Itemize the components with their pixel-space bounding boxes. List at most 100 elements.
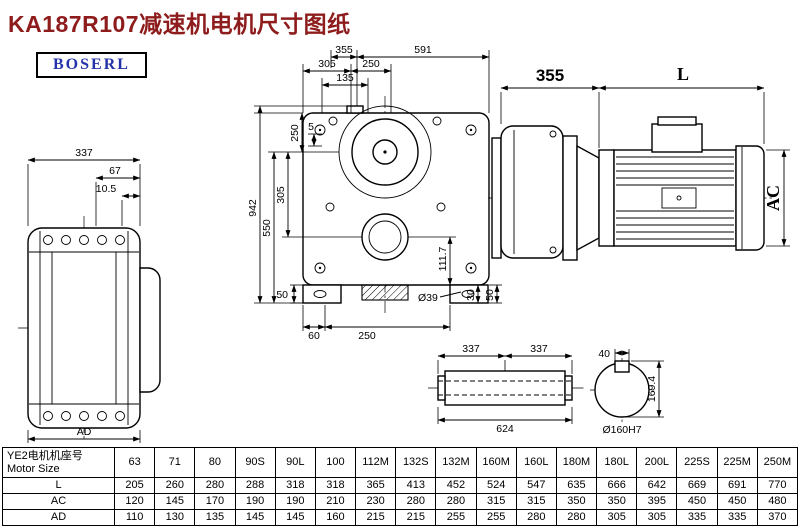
dim-shaft-337-right: 337 — [530, 343, 548, 355]
dim-front-30: 30 — [465, 289, 477, 301]
dim-value-cell: 666 — [596, 477, 638, 494]
dim-value-cell: 110 — [113, 509, 156, 526]
motor-front-bell — [598, 149, 615, 247]
dim-value-cell: 350 — [555, 493, 598, 510]
dim-value-cell: 280 — [435, 493, 477, 510]
dim-value-cell: 365 — [355, 477, 397, 494]
dim-front-591: 591 — [414, 44, 432, 56]
dim-front-355: 355 — [335, 44, 353, 56]
dim-front-305-left: 305 — [275, 186, 287, 204]
dim-value-cell: 145 — [274, 509, 316, 526]
dim-value-cell: 318 — [274, 477, 316, 494]
flange-outline — [27, 227, 141, 429]
motor-size-column: 63 — [113, 447, 156, 478]
input-flange — [562, 135, 578, 261]
dim-value-cell: 230 — [355, 493, 397, 510]
dim-front-550: 550 — [261, 219, 273, 237]
dim-value-cell: 315 — [515, 493, 557, 510]
dim-row-label: AC — [2, 493, 115, 510]
dim-value-cell: 215 — [355, 509, 397, 526]
flange-side-boss — [139, 267, 161, 393]
dim-front-dia39: Ø39 — [418, 292, 438, 304]
dim-value-cell: 160 — [314, 509, 357, 526]
dim-value-cell: 215 — [395, 509, 437, 526]
dim-value-cell: 288 — [234, 477, 276, 494]
motor-size-column: 100 — [314, 447, 357, 478]
motor-view-dimensions: 355 L AC — [500, 64, 790, 247]
dim-value-cell: 255 — [475, 509, 517, 526]
gearbox-side — [500, 125, 564, 259]
dim-row-label: AD — [2, 509, 115, 526]
dim-front-135: 135 — [336, 72, 354, 84]
dim-value-cell: 280 — [555, 509, 598, 526]
dim-value-cell: 210 — [314, 493, 357, 510]
motor-size-column: 250M — [756, 447, 799, 478]
motor-size-column: 112M — [355, 447, 397, 478]
dim-value-cell: 280 — [194, 477, 236, 494]
dim-value-cell: 130 — [154, 509, 196, 526]
page-title: KA187R107减速机电机尺寸图纸 — [8, 11, 351, 37]
dim-value-cell: 691 — [716, 477, 758, 494]
dim-front-250-left: 250 — [289, 124, 301, 142]
dim-front-50-right: 50 — [484, 289, 496, 301]
technical-drawing: 337 67 10.5 AD — [18, 44, 790, 443]
dim-value-cell: 335 — [716, 509, 758, 526]
output-flange-plate — [491, 137, 502, 259]
dim-value-cell: 255 — [435, 509, 477, 526]
dim-value-cell: 413 — [395, 477, 437, 494]
motor-size-column: 71 — [154, 447, 196, 478]
dim-value-cell: 318 — [314, 477, 357, 494]
dim-value-cell: 395 — [636, 493, 678, 510]
dim-value-cell: 350 — [596, 493, 638, 510]
motor-body — [613, 149, 737, 247]
motor-size-column: 90L — [274, 447, 316, 478]
dim-front-942: 942 — [247, 199, 259, 217]
motor-size-column: 132S — [395, 447, 437, 478]
dim-bore-dia160H7: Ø160H7 — [602, 424, 641, 436]
dim-motor-355: 355 — [536, 66, 564, 85]
dim-value-cell: 305 — [596, 509, 638, 526]
brand-logo-text: BOSERL — [53, 56, 130, 73]
dim-value-cell: 669 — [676, 477, 718, 494]
housing-lug — [346, 105, 364, 114]
motor-size-column: 80 — [194, 447, 236, 478]
dim-value-cell: 190 — [234, 493, 276, 510]
hatched-block — [361, 284, 409, 301]
flange-view — [18, 216, 161, 440]
dim-value-cell: 135 — [194, 509, 236, 526]
dim-value-cell: 145 — [154, 493, 196, 510]
dim-front-250-bottom: 250 — [358, 330, 376, 342]
dim-shaft-624: 624 — [496, 423, 514, 435]
dim-motor-L: L — [677, 64, 689, 84]
dim-value-cell: 145 — [234, 509, 276, 526]
motor-size-column: 132M — [435, 447, 477, 478]
dim-front-50-left: 50 — [276, 289, 288, 301]
motor-size-column: 225S — [676, 447, 718, 478]
dim-front-111-7: 111.7 — [437, 246, 449, 271]
shaft-view — [428, 370, 584, 406]
nameplate — [661, 187, 697, 209]
fan-cowl — [735, 145, 765, 251]
motor-size-column: 180L — [596, 447, 638, 478]
dim-value-cell: 450 — [716, 493, 758, 510]
dim-value-cell: 635 — [555, 477, 598, 494]
dim-value-cell: 305 — [636, 509, 678, 526]
motor-size-column: 180M — [555, 447, 598, 478]
motor-view — [488, 116, 772, 261]
dim-value-cell: 480 — [756, 493, 799, 510]
flange-view-dimensions: 337 67 10.5 AD — [27, 147, 141, 443]
motor-size-column: 90S — [234, 447, 276, 478]
dim-value-cell: 280 — [395, 493, 437, 510]
dim-value-cell: 642 — [636, 477, 678, 494]
dim-value-cell: 524 — [475, 477, 517, 494]
dim-value-cell: 452 — [435, 477, 477, 494]
dim-value-cell: 190 — [274, 493, 316, 510]
dim-flange-AD: AD — [77, 426, 92, 438]
